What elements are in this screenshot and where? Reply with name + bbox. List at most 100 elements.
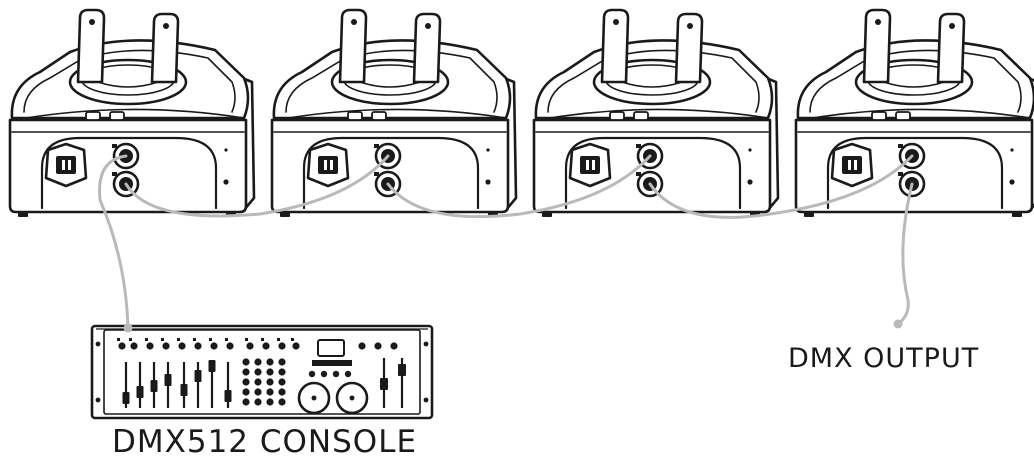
console-button: [358, 342, 366, 350]
dmx-cable-1: [98, 154, 130, 330]
console-matrix-button: [266, 388, 274, 396]
fixture-screw: [486, 148, 490, 152]
fixture-screw: [224, 148, 228, 152]
console-led: [291, 338, 294, 341]
fixture-screw: [485, 179, 491, 185]
fixture-3: [532, 8, 780, 217]
console-button: [246, 342, 254, 350]
console-fader-knob: [224, 390, 232, 402]
fixture-screw: [1009, 179, 1015, 185]
console-matrix-button: [278, 378, 286, 386]
console-matrix-button: [278, 358, 286, 366]
console-rack-screw: [423, 341, 429, 347]
console-fader-knob: [164, 374, 172, 386]
fixture-power-pin: [330, 160, 333, 170]
fixture-foot-right: [1012, 211, 1022, 217]
fixture-connector-tab: [898, 144, 903, 148]
console-button: [278, 342, 286, 350]
fixture-4: [794, 8, 1034, 217]
fixture-screw: [747, 179, 753, 185]
fixture-yoke-right: [150, 12, 180, 84]
fixture-screw: [748, 148, 752, 152]
fixture-power-pin: [62, 160, 65, 170]
console-matrix-button: [242, 358, 250, 366]
fixture-foot-left: [18, 211, 28, 217]
console-matrix-button: [242, 368, 250, 376]
dmx-output-label: DMX OUTPUT: [788, 343, 980, 374]
fixture-yoke-pivot: [89, 19, 95, 25]
console-rack-screw: [95, 341, 101, 347]
console-led: [177, 338, 180, 341]
output-cable-plug: [893, 319, 903, 329]
fixture-connector-tab: [374, 172, 379, 176]
console-button: [262, 342, 270, 350]
console-led: [261, 338, 264, 341]
console-button: [162, 342, 170, 350]
fixture-latch: [109, 111, 125, 121]
console-function-button: [308, 370, 316, 378]
cables-layer: [98, 154, 914, 333]
console-fader-knob: [150, 380, 158, 392]
fixture-yoke-right: [674, 12, 704, 84]
console-matrix-button: [254, 388, 262, 396]
console-button: [390, 342, 398, 350]
console-led: [117, 338, 120, 341]
fixture-connector-tab: [636, 172, 641, 176]
console-function-button: [320, 370, 328, 378]
fixture-yoke-pivot: [425, 23, 431, 29]
console-led: [225, 338, 228, 341]
dmx-cable-4: [648, 154, 914, 219]
fixture-latch: [609, 111, 625, 121]
console-function-row: [312, 360, 352, 366]
fixture-lid-edge: [799, 108, 1031, 121]
fixture-yoke-pivot: [949, 23, 955, 29]
console-matrix-button: [254, 398, 262, 406]
fixture-yoke-pivot: [613, 19, 619, 25]
console-fader-knob: [136, 386, 144, 398]
fixture-power-socket: [56, 156, 76, 174]
console-display: [317, 339, 345, 357]
fixture-connector-tab: [112, 172, 117, 176]
fixture-power-pin: [592, 160, 595, 170]
console-master-fader-knob: [380, 378, 388, 390]
console-function-button: [344, 370, 352, 378]
fixture-power-socket: [580, 156, 600, 174]
fixture-latch: [895, 111, 911, 121]
fixture-yoke-base: [621, 81, 683, 88]
dmx-cable-2: [124, 154, 390, 218]
fixture-power-socket: [842, 156, 862, 174]
console-fader-knob: [180, 384, 188, 396]
console-matrix-button: [266, 398, 274, 406]
console-button: [146, 342, 154, 350]
console-cable-plug: [123, 323, 133, 333]
fixture-2: [270, 8, 518, 217]
console-led: [161, 338, 164, 341]
fixture-yoke-base: [359, 81, 421, 88]
console-matrix-button: [266, 378, 274, 386]
fixture-yoke-right: [936, 12, 966, 84]
fixture-lid-rim: [285, 49, 498, 113]
dmx-cable-3: [386, 154, 652, 219]
fixture-power-pin: [848, 160, 851, 170]
console-matrix-button: [254, 378, 262, 386]
console-led: [245, 338, 248, 341]
console-fader-knob: [208, 360, 216, 372]
fixture-lid-rim: [23, 49, 236, 113]
console-matrix-button: [278, 398, 286, 406]
fixture-yoke-left: [862, 8, 892, 84]
console-matrix-button: [242, 378, 250, 386]
console-rack-screw: [95, 397, 101, 403]
fixture-yoke-pivot: [687, 23, 693, 29]
fixture-screw: [223, 179, 229, 185]
console-matrix-button: [242, 388, 250, 396]
fixture-connector-tab: [636, 144, 641, 148]
fixture-lid-rim: [547, 49, 760, 113]
fixture-power-pin: [854, 160, 857, 170]
fixture-foot-left: [280, 211, 290, 217]
fixture-foot-left: [804, 211, 814, 217]
console-button: [292, 342, 300, 350]
console-button: [210, 342, 218, 350]
console-matrix-button: [254, 368, 262, 376]
fixture-latch: [347, 111, 363, 121]
